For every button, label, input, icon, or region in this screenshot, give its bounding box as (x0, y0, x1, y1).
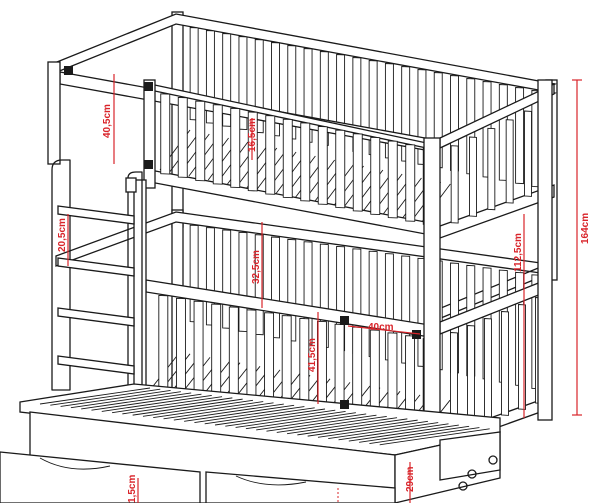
base-slat-line (266, 414, 377, 432)
base-slat-line (153, 401, 264, 419)
base-slat-line (111, 396, 223, 414)
bed-slat (450, 145, 459, 224)
dim-upper-rail-height: 40,5cm (102, 104, 113, 138)
base-slat-line (142, 399, 254, 417)
bed-slat (487, 127, 496, 211)
base-slat-line (276, 415, 387, 433)
base-slat-line (50, 388, 161, 406)
base-slat-line (132, 398, 243, 416)
bed-slat (282, 118, 293, 199)
base-slat-line (214, 408, 326, 426)
base-slat-line (328, 422, 439, 440)
bed-slat (317, 125, 328, 205)
dim-upper-bed-height: 112,5cm (513, 233, 524, 272)
bed-slat (228, 306, 239, 407)
base-slat-line (173, 403, 284, 421)
bed-slat (405, 144, 416, 222)
bed-slat (265, 115, 276, 195)
ladder (51, 159, 143, 396)
dim-upper-guard-gap: 16,5cm (247, 118, 258, 152)
base-slat-line (204, 407, 315, 425)
base-slat-line (307, 419, 418, 437)
dim-drawer-height: 1,5cm (127, 475, 138, 503)
bed-slat (370, 136, 381, 216)
bed-slat (352, 133, 363, 212)
bed-slat (158, 294, 169, 395)
bed-slat (524, 110, 532, 197)
bed-slat (212, 104, 223, 185)
bed-slat (505, 119, 514, 204)
base-slat-line (359, 425, 470, 443)
base-slat-line (286, 417, 398, 435)
trundle-bed (0, 383, 501, 503)
bed-slat (501, 311, 509, 416)
bed-slat (175, 297, 186, 398)
base-slat-line (379, 428, 490, 446)
dimension-lines (67, 74, 582, 503)
bed-slat (484, 318, 492, 422)
bed-slat (211, 303, 222, 404)
base-slat-line (101, 394, 212, 412)
base-slat-line (194, 406, 305, 423)
base-slat-line (245, 412, 356, 430)
base-slat-line (338, 423, 449, 441)
base-slat-line (91, 393, 202, 411)
bed-slat (387, 140, 398, 219)
bed-slat (238, 231, 248, 333)
dim-lower-bunk-clearance: 32,5cm (251, 250, 262, 284)
dim-total-height: 164cm (580, 213, 591, 244)
bed-slat (300, 122, 311, 202)
base-slat-line (81, 392, 192, 410)
base-slat-line (60, 390, 171, 407)
bed-slat (177, 96, 188, 178)
bed-slat (193, 300, 204, 401)
base-slat-line (369, 427, 480, 444)
dim-ladder-step: 20,5cm (57, 218, 68, 252)
base-slat-line (163, 402, 274, 420)
bed-slat (230, 107, 241, 189)
dim-entry-opening: 40cm (368, 322, 394, 333)
dim-trundle-height: 29cm (405, 466, 416, 492)
dim-lower-rail-height: 41,5cm (307, 338, 318, 372)
base-slat-line (184, 404, 295, 422)
bolt-icons (64, 66, 421, 409)
bed-slat (469, 136, 477, 217)
lower-bunk-frame (55, 79, 553, 469)
base-slat-line (256, 413, 367, 431)
base-slat-line (348, 424, 459, 442)
bed-slat (335, 129, 346, 209)
base-slat-line (122, 397, 233, 415)
base-slat-line (317, 420, 429, 438)
base-slat-line (70, 391, 181, 409)
base-slat-line (297, 418, 408, 436)
base-slat-line (39, 387, 151, 405)
dimension-labels: 40,5cm 16,5cm 20,5cm 32,5cm 40cm 41,5cm … (57, 104, 591, 503)
base-slat-line (235, 411, 346, 428)
bed-slat (467, 325, 475, 428)
bed-slat (160, 93, 171, 175)
base-slat-line (225, 409, 336, 427)
bed-slat (195, 100, 206, 182)
bed-slat (247, 111, 258, 192)
